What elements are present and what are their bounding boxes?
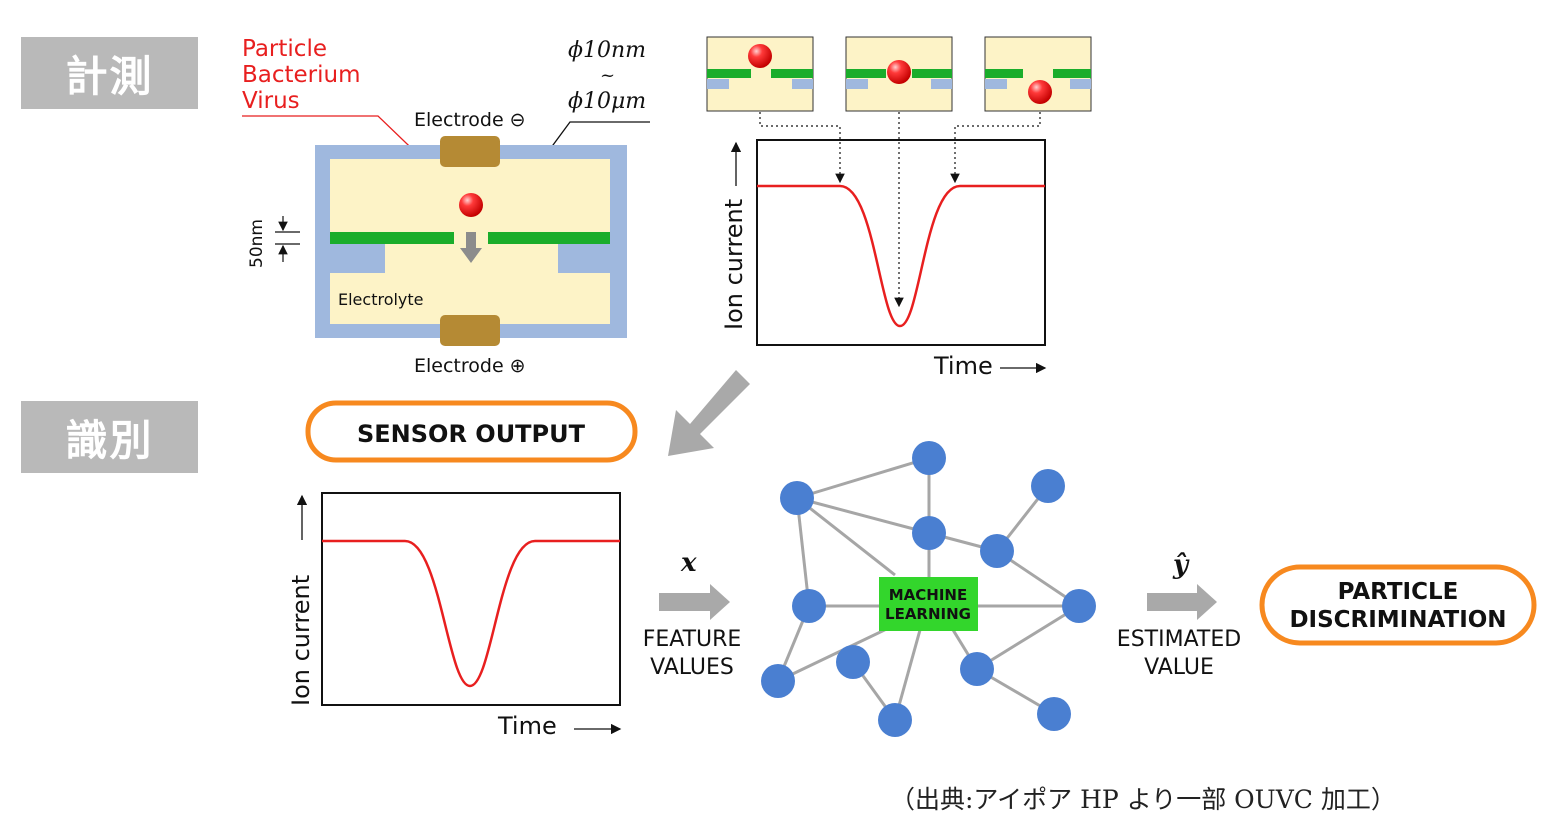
network-node — [1037, 697, 1071, 731]
network-node — [878, 703, 912, 737]
feature-symbol: x — [680, 548, 697, 578]
sensor-output-label: SENSOR OUTPUT — [357, 420, 586, 448]
label-bacterium: Bacterium — [242, 62, 361, 88]
bottom-plot-curve — [322, 539, 620, 688]
source-credit: （出典:アイポア HP より一部 OUVC 加工） — [890, 785, 1396, 814]
bottom-current-plot: Ion current Time — [287, 492, 622, 740]
ml-box — [879, 577, 978, 631]
nanopore-chamber — [315, 136, 627, 346]
estimated-line1: ESTIMATED — [1117, 627, 1241, 652]
electrolyte-label: Electrolyte — [338, 290, 424, 309]
estimated-line2: VALUE — [1144, 655, 1214, 680]
transition-arrow — [668, 370, 750, 456]
top-plot-curve — [757, 184, 1045, 328]
particle-ball — [459, 193, 483, 217]
bottom-plot-ylabel: Ion current — [287, 575, 315, 706]
feature-line1: FEATURE — [643, 627, 742, 652]
network-node — [792, 589, 826, 623]
top-current-plot: Ion current Time — [720, 139, 1047, 380]
network-node — [836, 645, 870, 679]
network-nodes — [761, 441, 1096, 737]
discrimination-line1: PARTICLE — [1338, 579, 1459, 605]
support-right — [558, 243, 610, 273]
thickness-label: 50nm — [247, 219, 267, 268]
support-left — [330, 243, 385, 273]
label-particle: Particle — [242, 36, 327, 62]
size-max: ϕ10μm — [568, 89, 646, 114]
stage-box-1 — [706, 36, 814, 112]
discrimination-pill — [1259, 564, 1537, 646]
estimated-arrow — [1147, 584, 1217, 620]
thickness-marker — [275, 216, 300, 262]
stage-box-3 — [984, 36, 1092, 112]
membrane-right — [488, 232, 610, 244]
section-tag-identify: 識別 — [21, 401, 198, 473]
feature-arrow — [659, 584, 730, 620]
network-node — [912, 516, 946, 550]
ml-line1: MACHINE — [889, 586, 967, 604]
top-plot-ylabel: Ion current — [720, 199, 748, 330]
flow-arrow — [460, 232, 482, 263]
electrode-bottom — [440, 315, 500, 346]
size-range: ϕ10nm ~ ϕ10μm — [568, 38, 646, 114]
network-node — [980, 534, 1014, 568]
membrane-left — [330, 232, 454, 244]
feature-line2: VALUES — [650, 655, 734, 680]
section-tag-measure: 計測 — [21, 37, 198, 109]
bottom-plot-xlabel: Time — [497, 712, 557, 740]
particle-labels: Particle Bacterium Virus — [242, 36, 361, 114]
size-min: ϕ10nm — [568, 38, 646, 63]
top-plot-xlabel: Time — [933, 352, 993, 380]
top-plot-frame — [756, 139, 1046, 346]
network-node — [912, 441, 946, 475]
bottom-plot-frame — [321, 492, 621, 706]
label-virus: Virus — [242, 88, 300, 114]
stage-connectors — [759, 112, 1041, 308]
ml-line2: LEARNING — [885, 605, 971, 623]
electrode-top — [440, 136, 500, 167]
network-node — [1031, 469, 1065, 503]
network-node — [761, 664, 795, 698]
size-tilde: ~ — [600, 65, 615, 86]
electrode-bottom-label: Electrode ⊕ — [414, 355, 526, 377]
estimated-symbol: ŷ — [1172, 550, 1190, 580]
electrode-top-label: Electrode ⊖ — [414, 109, 526, 131]
sensor-output-pill — [305, 400, 638, 463]
network-node — [1062, 589, 1096, 623]
discrimination-line2: DISCRIMINATION — [1289, 607, 1506, 633]
network-node — [960, 652, 994, 686]
network-node — [780, 481, 814, 515]
stage-box-2 — [845, 36, 953, 112]
